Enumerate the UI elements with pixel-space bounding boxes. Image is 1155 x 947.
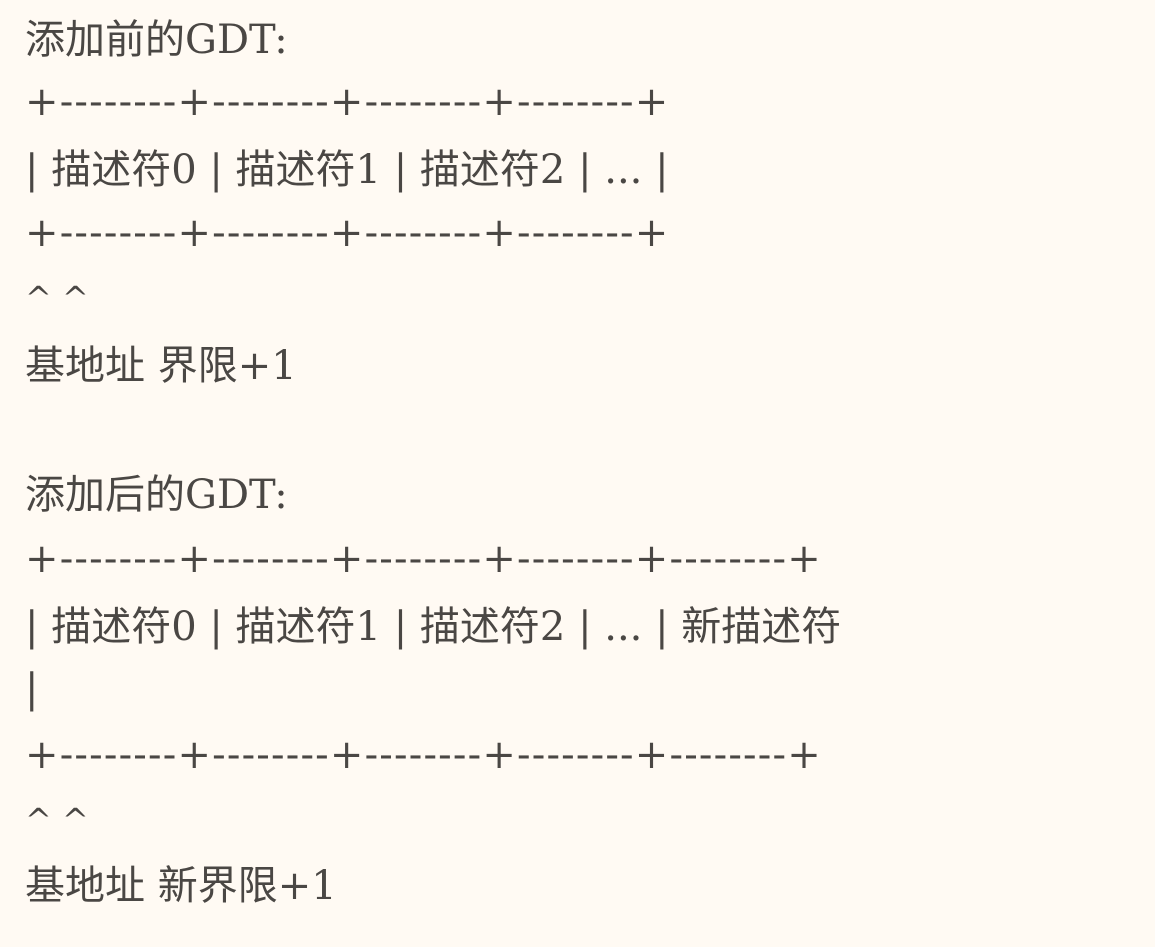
before-label-row: 基地址 界限+1	[25, 343, 297, 389]
after-border-bottom: +--------+--------+--------+--------+---…	[25, 732, 822, 778]
after-border-top: +--------+--------+--------+--------+---…	[25, 536, 822, 582]
before-border-bottom: +--------+--------+--------+--------+	[25, 210, 670, 256]
before-border-top: +--------+--------+--------+--------+	[25, 79, 670, 125]
before-cells-row: | 描述符0 | 描述符1 | 描述符2 | ... |	[25, 147, 669, 193]
after-caret-row: ^ ^	[25, 801, 89, 839]
after-cells-row-wrap: |	[25, 666, 39, 712]
after-heading: 添加后的GDT:	[25, 472, 288, 518]
after-label-row: 基地址 新界限+1	[25, 863, 337, 909]
before-heading: 添加前的GDT:	[25, 17, 288, 63]
before-caret-row: ^ ^	[25, 279, 89, 317]
after-cells-row: | 描述符0 | 描述符1 | 描述符2 | ... | 新描述符	[25, 604, 842, 650]
